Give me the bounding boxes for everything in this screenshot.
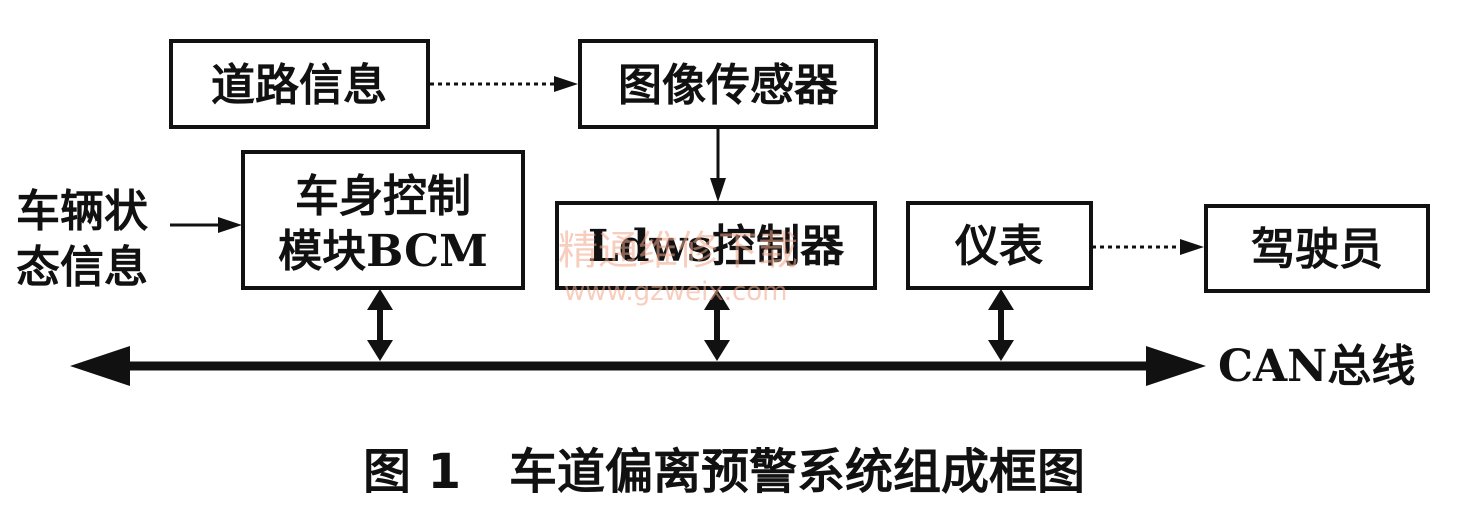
- edge-sensor-to-ldws: [710, 127, 726, 202]
- vehicle-state-label-line1: 车辆状: [16, 186, 149, 237]
- node-instrument-label: 仪表: [954, 221, 1043, 272]
- edge-road-to-sensor: [430, 76, 578, 92]
- node-bcm-label-line2: 模块BCM: [278, 226, 488, 277]
- connector-instrument-bus: [988, 289, 1014, 361]
- can-bus: [70, 346, 1206, 386]
- node-ldws-controller-label: Ldws控制器: [588, 221, 845, 272]
- figure-caption: 图 1 车道偏离预警系统组成框图: [363, 444, 1085, 500]
- node-bcm: 车身控制 模块BCM: [241, 150, 525, 290]
- node-road-info-label: 道路信息: [211, 60, 387, 111]
- node-instrument: 仪表: [906, 201, 1093, 290]
- node-driver-label: 驾驶员: [1251, 224, 1383, 275]
- can-bus-label: CAN总线: [1218, 341, 1415, 392]
- watermark-line1: 精通维修下载: [558, 228, 798, 274]
- edge-state-to-bcm: [170, 217, 242, 233]
- edge-instrument-to-driver: [1092, 239, 1204, 255]
- node-driver: 驾驶员: [1204, 204, 1430, 293]
- vehicle-state-label-line2: 态信息: [16, 242, 148, 293]
- node-road-info: 道路信息: [169, 39, 430, 129]
- watermark-line2: www.gzweix.com: [564, 277, 788, 307]
- node-image-sensor-label: 图像传感器: [618, 60, 839, 111]
- connector-ldws-bus: [704, 289, 730, 361]
- node-bcm-label-line1: 车身控制: [295, 171, 471, 222]
- connector-bcm-bus: [367, 289, 393, 361]
- node-ldws-controller: Ldws控制器: [555, 201, 877, 290]
- node-image-sensor: 图像传感器: [578, 39, 878, 129]
